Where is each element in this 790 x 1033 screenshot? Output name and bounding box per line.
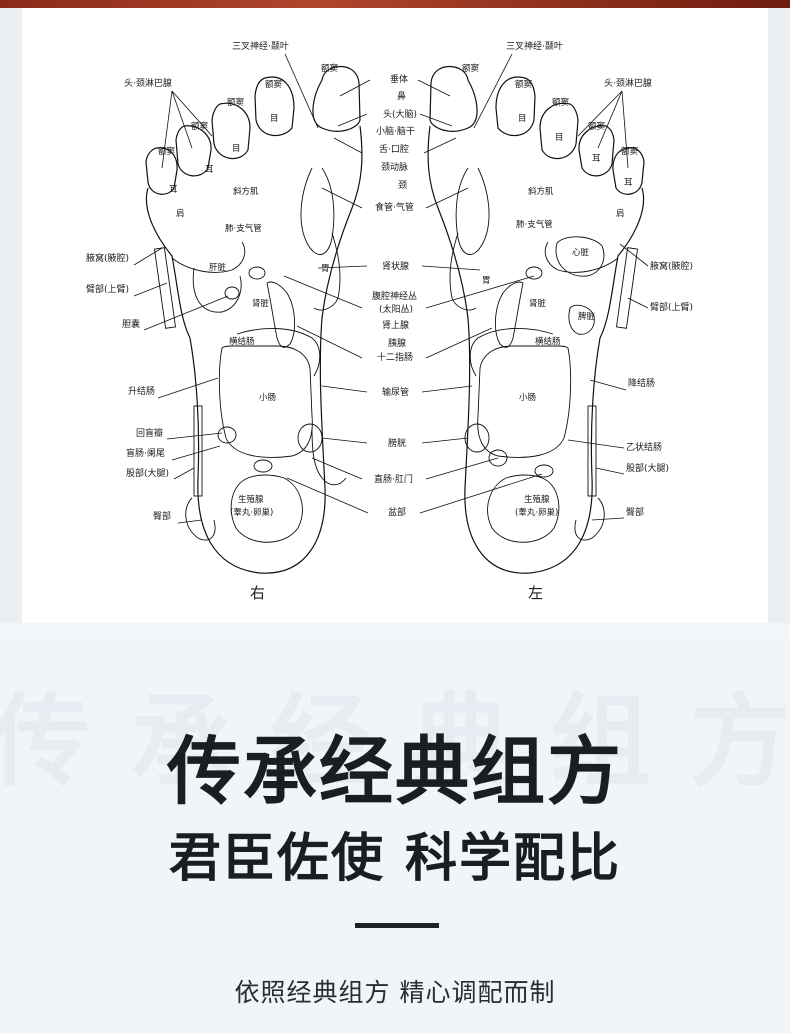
organ-label: (睾丸·卵巢): [515, 507, 558, 518]
organ-label: 降结肠: [628, 377, 655, 389]
organ-label: 肾上腺: [382, 319, 409, 331]
organ-label: 额窦: [515, 79, 532, 90]
organ-label: 肾状腺: [382, 260, 409, 272]
organ-label: 脾脏: [578, 311, 596, 322]
organ-label: 耳: [205, 165, 214, 175]
organ-label: 心脏: [572, 247, 590, 258]
organ-label: 肩: [176, 208, 185, 219]
organ-label: 目: [270, 114, 279, 124]
left-margin: [0, 8, 22, 623]
organ-label: 胃: [482, 276, 491, 286]
organ-label: (太阳丛): [379, 303, 413, 315]
main-headline: 传承经典组方: [0, 712, 790, 819]
organ-label: 胆囊: [122, 318, 140, 330]
divider-bar: [355, 923, 439, 928]
organ-label: 升结肠: [128, 385, 155, 397]
organ-label: 额窦: [191, 121, 208, 132]
right-foot-label: 右: [250, 584, 265, 602]
right-margin: [768, 8, 790, 623]
organ-label: 盲肠·阑尾: [126, 447, 165, 459]
organ-label: 额窦: [227, 97, 244, 108]
organ-label: 臀部: [153, 510, 171, 522]
organ-label: 肾脏: [252, 298, 270, 309]
organ-label: 肾脏: [529, 298, 547, 309]
organ-label: 颈动脉: [381, 161, 408, 173]
organ-label: 舌·口腔: [379, 143, 409, 155]
organ-label: 十二指肠: [377, 351, 413, 363]
organ-label: 额窦: [552, 97, 569, 108]
organ-label: 肺·支气管: [225, 223, 262, 234]
organ-label: 头·颈淋巴腺: [604, 77, 652, 89]
organ-label: 臀部: [626, 506, 644, 518]
organ-label: 股部(大腿): [126, 467, 169, 479]
organ-label: 直肠·肛门: [374, 473, 413, 485]
organ-label: 目: [232, 144, 241, 154]
organ-label: 耳: [169, 185, 178, 195]
organ-label: 额窦: [158, 146, 175, 157]
organ-label: 耳: [592, 154, 601, 164]
organ-label: 垂体: [390, 73, 408, 85]
organ-label: 腹腔神经丛: [372, 290, 417, 302]
organ-label: 额窦: [621, 146, 638, 157]
organ-label: 目: [518, 114, 527, 124]
organ-label: 生殖腺: [524, 494, 550, 505]
organ-label: 盆部: [388, 506, 406, 518]
organ-label: 生殖腺: [238, 494, 264, 505]
organ-label: 肺·支气管: [516, 219, 553, 230]
organ-label: 额窦: [462, 63, 479, 74]
promo-section: 传承经典组方艺 传承经典组方 君臣佐使 科学配比 依照经典组方 精心调配而制: [0, 640, 790, 1033]
organ-label: 膀胱: [388, 437, 406, 449]
organ-label: 三叉神经·颞叶: [506, 40, 563, 52]
organ-label: 目: [555, 133, 564, 143]
organ-label: 额窦: [588, 121, 605, 132]
organ-label: 肩: [616, 208, 625, 219]
organ-label: 鼻: [397, 90, 406, 102]
top-image-strip: [0, 0, 790, 8]
organ-label: 横结肠: [229, 336, 255, 347]
organ-label: 额窦: [321, 63, 338, 74]
organ-label: 斜方肌: [528, 186, 554, 197]
organ-label: 乙状结肠: [626, 441, 662, 453]
organ-label: 小肠: [259, 392, 276, 403]
left-foot-label: 左: [528, 584, 543, 602]
organ-label: 胃: [321, 264, 330, 274]
organ-label: 斜方肌: [233, 186, 259, 197]
organ-label: 小脑·脑干: [376, 125, 415, 137]
foot-reflexology-chart: 三叉神经·颞叶头·颈淋巴腺腋窝(腋腔) 臂部(上臂) 胆囊升结肠回盲瓣盲肠·阑尾股部…: [22, 8, 768, 623]
organ-label: 胰腺: [388, 337, 406, 349]
organ-label: 三叉神经·颞叶: [232, 40, 289, 52]
organ-label: 腋窝(腋腔): [86, 252, 129, 264]
organ-label: 臂部(上臂): [650, 301, 693, 313]
organ-label: 输尿管: [382, 386, 409, 398]
organ-label: 头·颈淋巴腺: [124, 77, 172, 89]
organ-label: 横结肠: [535, 336, 561, 347]
organ-label: 小肠: [519, 392, 536, 403]
caption-text: 依照经典组方 精心调配而制: [0, 973, 790, 1009]
organ-label: 颈: [398, 180, 407, 191]
organ-label: 肝脏: [209, 262, 227, 273]
leader-lines: [134, 54, 648, 523]
organ-label: 股部(大腿): [626, 462, 669, 474]
organ-label: 回盲瓣: [136, 427, 163, 439]
organ-label: 食管·气管: [375, 201, 414, 213]
organ-label: 腋窝(腋腔): [650, 260, 693, 272]
organ-label: 额窦: [265, 79, 282, 90]
organ-label: 臂部(上臂): [86, 283, 129, 295]
sub-headline: 君臣佐使 科学配比: [0, 816, 790, 891]
organ-label: 头(大脑): [383, 108, 417, 120]
organ-label: (睾丸·卵巢): [230, 507, 273, 518]
organ-label: 耳: [624, 178, 633, 188]
